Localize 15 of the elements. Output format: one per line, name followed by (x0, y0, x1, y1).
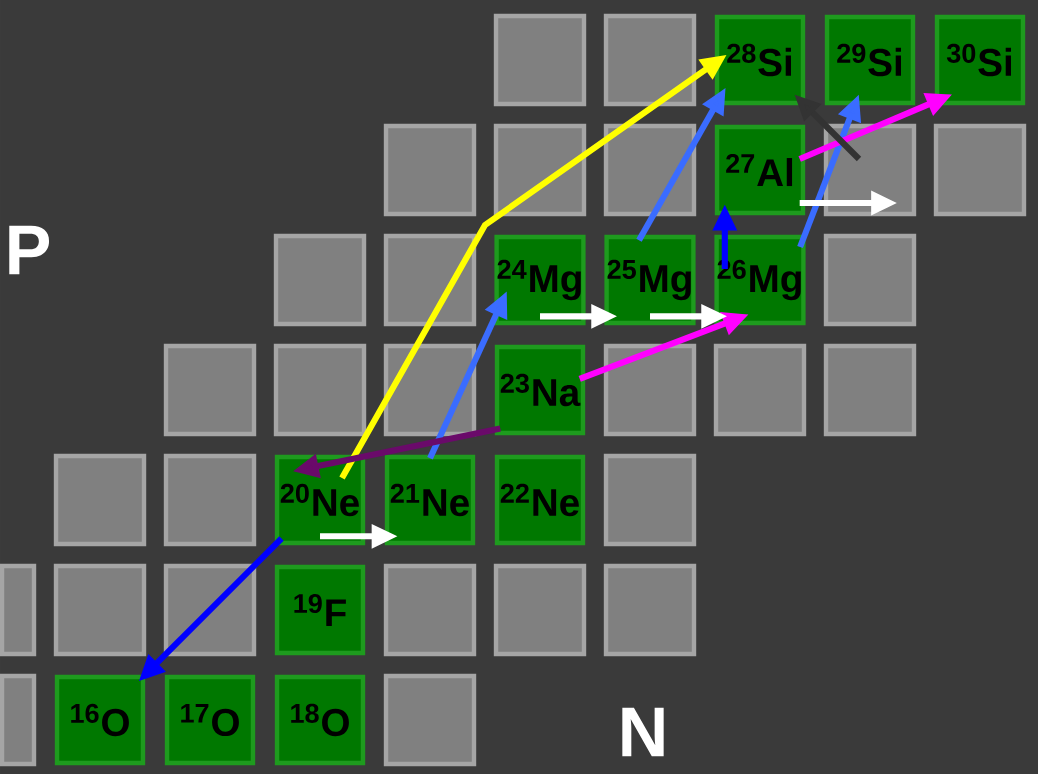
nuclide-cell: $^{29}$Si (824, 14, 916, 106)
nuclide-cell: $^{27}$Al (714, 124, 806, 216)
nuclide-cell: $^{22}$Ne (494, 454, 586, 546)
nuclide-cell: $^{28}$Si (714, 14, 806, 106)
nuclide-cell: $^{23}$Na (494, 344, 586, 436)
axis-label: P (9, 225, 50, 275)
nuclide-cell: $^{18}$O (274, 674, 366, 766)
axis-label: N (622, 707, 664, 757)
nuclide-cell: $^{21}$Ne (384, 454, 476, 546)
nuclide-cell: $^{17}$O (164, 674, 256, 766)
nuclide-cell: $^{19}$F (274, 564, 366, 656)
nuclide-cell: $^{16}$O (54, 674, 146, 766)
nuclide-cell: $^{24}$Mg (494, 234, 586, 326)
nuclide-cell: $^{30}$Si (934, 14, 1026, 106)
nuclide-cell: $^{25}$Mg (604, 234, 696, 326)
